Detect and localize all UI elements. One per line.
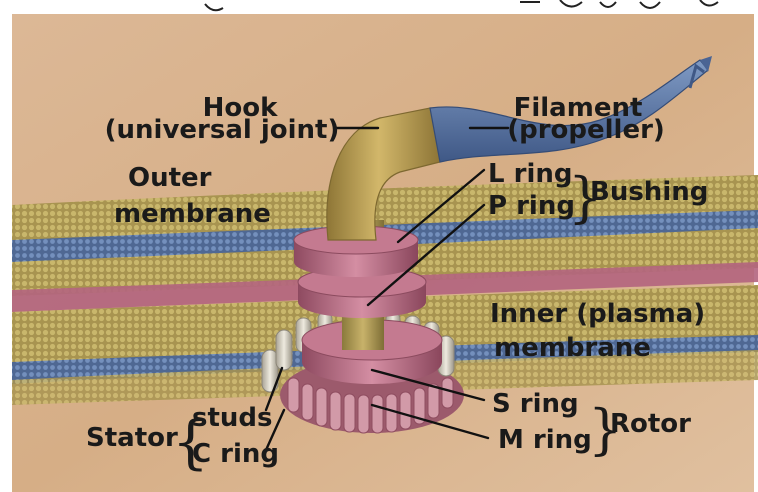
p-ring-label: P ring [488,191,575,221]
filament-sub-label: (propeller) [507,115,665,145]
outer-membrane-label-1: Outer [128,163,212,193]
s-ring-label: S ring [492,389,579,419]
inner-membrane-label-1: Inner (plasma) [490,299,705,329]
stator-label: Stator [86,423,178,453]
outer-membrane-label-2: membrane [114,199,271,229]
c-ring-label: C ring [192,439,279,469]
m-ring-label: M ring [498,425,592,455]
hook-sub-label: (universal joint) [105,115,340,145]
inner-membrane-label-2: membrane [494,333,651,363]
rotor-label: Rotor [610,409,691,439]
bushing-label: Bushing [590,177,708,207]
l-ring-label: L ring [488,159,572,189]
studs-label: studs [192,403,273,433]
